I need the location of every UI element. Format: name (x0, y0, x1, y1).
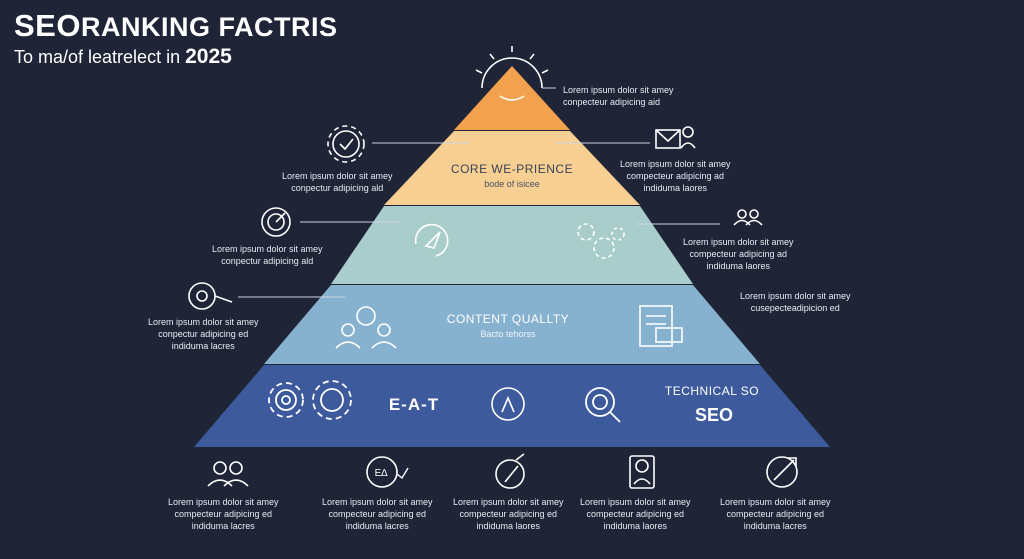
gear-icon-right (312, 380, 352, 420)
caption-line: Lorem ipsum dolor sit amey (563, 85, 674, 95)
caption-tier2-right: Lorem ipsum dolor sit amey compecteur ad… (620, 158, 731, 194)
caption-line: conpectur adipicing ald (291, 183, 384, 193)
caption-line: Lorem ipsum dolor sit amey (168, 497, 279, 507)
caption-line: compecteur adipicing ed (328, 509, 427, 519)
caption-tier3-left: Lorem ipsum dolor sit amey conpectur adi… (212, 243, 323, 267)
caption-bottom-1: Lorem ipsum dolor sit amey compecteur ad… (168, 496, 279, 532)
caption-line: indiduma laores (476, 521, 541, 531)
caption-line: compecteur adipicing ed (174, 509, 273, 519)
sun-icon (475, 46, 549, 101)
page-title: SEORANKING FACTRIS (14, 10, 337, 43)
layer2-subtitle: bode of isicee (484, 179, 540, 189)
caption-line: indiduma laores (643, 183, 708, 193)
ea-icon-label: E∆ (375, 468, 389, 479)
caption-line: Lorem ipsum dolor sit amey (322, 497, 433, 507)
pyramid-layer-core-web-experience (384, 131, 640, 205)
title-seo: SEO (14, 8, 81, 43)
caption-tier2-left: Lorem ipsum dolor sit amey conpectur adi… (282, 170, 393, 194)
gears-icon (577, 223, 625, 259)
layer2-title: CORE WE-PRIENCE (451, 162, 573, 176)
people-chat-icon (335, 306, 397, 349)
caption-line: compecteur adipicing ed (726, 509, 825, 519)
caption-bottom-5: Lorem ipsum dolor sit amey compecteur ad… (720, 496, 831, 532)
caption-line: Lorem ipsum dolor sit amey (453, 497, 564, 507)
pyramid-layer-top (454, 66, 570, 130)
search-icon (585, 387, 621, 423)
caption-line: indiduma lacres (191, 521, 255, 531)
subtitle-year: 2025 (185, 45, 232, 68)
connector-lines (238, 87, 720, 298)
mail-person-icon (655, 126, 696, 149)
user-icon (629, 455, 655, 489)
caption-line: Lorem ipsum dolor sit amey (683, 237, 794, 247)
caption-line: Lorem ipsum dolor sit amey (620, 159, 731, 169)
caption-line: Lorem ipsum dolor sit amey (282, 171, 393, 181)
authority-icon (491, 387, 525, 421)
caption-line: compecteur adipicing ed (459, 509, 558, 519)
caption-tier4-right: Lorem ipsum dolor sit amey cusepecteadip… (740, 290, 851, 314)
title-block: SEORANKING FACTRIS To ma/of leatrelect i… (14, 10, 337, 69)
gear-icon-left (268, 382, 304, 418)
layer4-title: CONTENT QUALLTY (447, 312, 569, 326)
caption-tier4-left: Lorem ipsum dolor sit amey conpectur adi… (148, 316, 259, 352)
group-icon (207, 461, 249, 487)
caption-top-right: Lorem ipsum dolor sit amey conpecteur ad… (563, 84, 674, 108)
caption-bottom-3: Lorem ipsum dolor sit amey compecteur ad… (453, 496, 564, 532)
caption-line: Lorem ipsum dolor sit amey (740, 291, 851, 301)
caption-line: Lorem ipsum dolor sit amey (720, 497, 831, 507)
pen-icon (495, 453, 525, 489)
caption-line: compecteur adipicing ed (586, 509, 685, 519)
camera-icon (188, 282, 233, 310)
caption-line: compecteur adipicing ad (689, 249, 788, 259)
page-subtitle: To ma/of leatrelect in 2025 (14, 45, 337, 69)
caption-line: indiduma laores (706, 261, 771, 271)
caption-line: conpectur adipicing ed (158, 329, 249, 339)
target-icon (261, 207, 291, 237)
caption-line: indiduma lacres (743, 521, 807, 531)
layer4-subtitle: Bacto tehorss (480, 329, 536, 339)
pyramid-layer-3 (331, 206, 693, 284)
title-rest: RANKING FACTRIS (80, 12, 338, 42)
team-icon (733, 209, 763, 226)
caption-bottom-2: Lorem ipsum dolor sit amey compecteur ad… (322, 496, 433, 532)
rocket-icon (766, 456, 798, 488)
document-icon (639, 305, 683, 347)
caption-line: indiduma lacres (345, 521, 409, 531)
pyramid-layer-content-quality (264, 285, 760, 364)
caption-line: indiduma laores (603, 521, 668, 531)
caption-line: Lorem ipsum dolor sit amey (580, 497, 691, 507)
caption-line: Lorem ipsum dolor sit amey (148, 317, 259, 327)
layer5-subtitle: SEO (695, 405, 733, 425)
caption-line: indiduma lacres (171, 341, 235, 351)
layer5-title: TECHNICAL SO (665, 384, 759, 398)
subtitle-text: To ma/of leatrelect in (14, 47, 181, 67)
eat-label: E-A-T (389, 395, 439, 414)
caption-bottom-4: Lorem ipsum dolor sit amey compecteur ad… (580, 496, 691, 532)
caption-line: compecteur adipicing ad (626, 171, 725, 181)
caption-line: cusepecteadipicion ed (750, 303, 840, 313)
caption-line: conpecteur adipicing aid (563, 97, 661, 107)
caption-tier3-right: Lorem ipsum dolor sit amey compecteur ad… (683, 236, 794, 272)
caption-line: conpectur adipicing ald (221, 256, 314, 266)
gear-check-icon (327, 125, 365, 163)
ea-icon: E∆ (366, 456, 409, 488)
compass-icon (414, 223, 449, 257)
caption-line: Lorem ipsum dolor sit amey (212, 244, 323, 254)
